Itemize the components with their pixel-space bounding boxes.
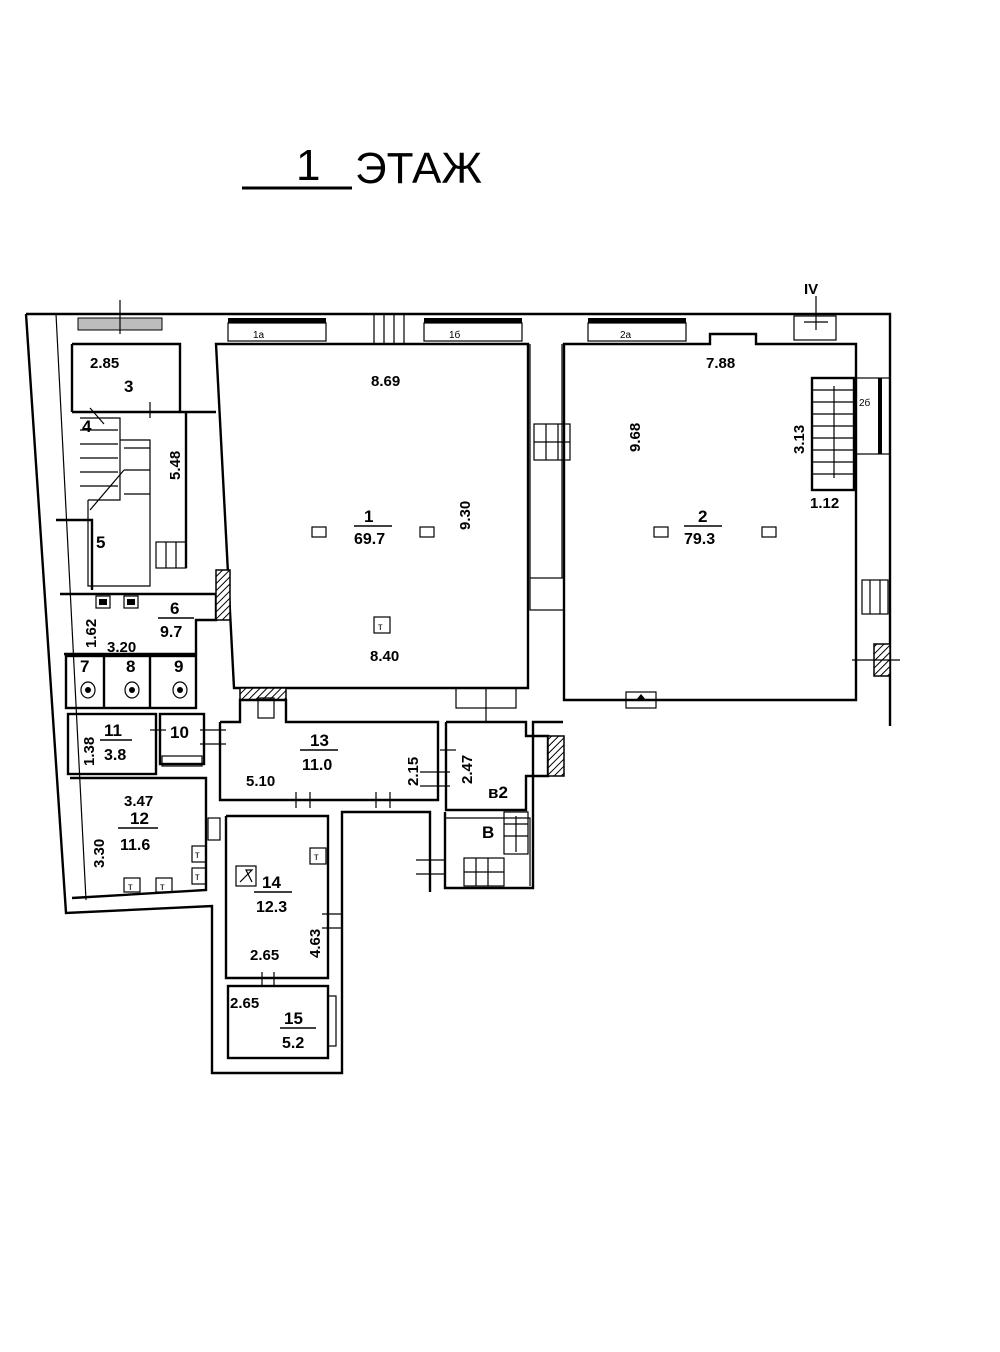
axis-marker-iv: IV (804, 281, 818, 298)
room-12-dim-side: 3.30 (91, 839, 108, 868)
room-3-4-5: 2.85 3 5.48 4 5 (56, 342, 216, 590)
floor-title: 1 ЭТАЖ (242, 141, 482, 193)
room-6: 1.62 6 9.7 3.20 (60, 569, 231, 656)
room-v2-number: в2 (488, 783, 508, 802)
room-1-dim-side: 9.30 (457, 501, 474, 530)
room-13: 13 11.0 5.10 2.15 (218, 698, 450, 808)
room-6-area: 9.7 (160, 624, 182, 641)
corridor-stairs (529, 344, 571, 611)
room-v2: 2.47 в2 (440, 708, 565, 812)
room-12: 3.47 12 11.6 3.30 т т т т (70, 776, 221, 900)
room-12-number: 12 (130, 809, 149, 828)
room-14-dim-side: 4.63 (307, 929, 324, 958)
room-2-dim-side: 9.68 (627, 423, 644, 452)
room-2: 7.88 9.68 2 79.3 2б 3.13 1.12 (562, 332, 900, 709)
outer-walls (24, 312, 892, 1075)
room-12-symbol-2: т (160, 882, 165, 893)
room-8-number: 8 (126, 657, 135, 676)
room-1-dim-bottom: 8.40 (370, 648, 399, 665)
room-1-symbol: т (378, 622, 383, 633)
room-15-area: 5.2 (282, 1035, 304, 1052)
room-4-number: 4 (82, 417, 92, 436)
room-11-area: 3.8 (104, 747, 126, 764)
room-13-dim-side: 2.15 (405, 757, 422, 786)
room-12-symbol-3: т (195, 850, 200, 861)
room-1-area: 69.7 (354, 531, 385, 548)
room-1-dim-top: 8.69 (371, 373, 400, 390)
room-v2-dim-side: 2.47 (459, 755, 476, 784)
room-15: 2.65 15 5.2 (226, 984, 337, 1060)
room-2-dim-stair-width: 1.12 (810, 495, 839, 512)
entrance-v: В (416, 811, 531, 887)
room-11-dim-side: 1.38 (81, 737, 98, 766)
floor-number: 1 (296, 141, 320, 190)
room-6-dim-side: 1.62 (83, 619, 100, 648)
window-2a-label: 2а (620, 330, 632, 341)
room-7-number: 7 (80, 657, 89, 676)
room-1: 8.69 9.30 1 69.7 т 8.40 (214, 342, 530, 719)
room-13-area: 11.0 (302, 757, 332, 774)
room-3-dim-top: 2.85 (90, 355, 119, 372)
room-6-number: 6 (170, 599, 179, 618)
room-15-dim-top: 2.65 (230, 995, 259, 1012)
room-15-number: 15 (284, 1009, 303, 1028)
room-14-symbol: т (314, 852, 319, 863)
room-13-dim-bottom: 5.10 (246, 773, 275, 790)
entrance-v-label: В (482, 823, 494, 842)
room-10-11: 1.38 11 3.8 10 (66, 712, 226, 776)
room-2-number: 2 (698, 507, 707, 526)
room-14-dim-bottom: 2.65 (250, 947, 279, 964)
room-9-number: 9 (174, 657, 183, 676)
room-12-symbol-1: т (128, 882, 133, 893)
stair-2b-label: 2б (859, 397, 871, 409)
room-1-number: 1 (364, 507, 373, 526)
floor-word: ЭТАЖ (355, 144, 482, 193)
room-12-symbol-4: т (195, 872, 200, 883)
room-10-number: 10 (170, 723, 189, 742)
room-14-area: 12.3 (256, 899, 287, 916)
room-2-dim-top: 7.88 (706, 355, 735, 372)
window-1a-label: 1а (253, 330, 265, 341)
room-2-area: 79.3 (684, 531, 715, 548)
room-12-dim-top: 3.47 (124, 793, 153, 810)
window-1b-label: 1б (449, 329, 461, 341)
room-2-dim-stair-height: 3.13 (791, 425, 808, 454)
room-14-number: 14 (262, 873, 281, 892)
room-12-area: 11.6 (120, 837, 150, 854)
room-5-number: 5 (96, 533, 105, 552)
room-3-dim-side: 5.48 (167, 451, 184, 480)
wc-rooms: 7 8 9 (64, 654, 198, 710)
room-13-number: 13 (310, 731, 329, 750)
room-6-dim-top: 3.20 (107, 639, 136, 656)
room-14: 14 12.3 т 4.63 2.65 (224, 814, 342, 986)
top-windows: 1а 1б 2а IV (77, 281, 837, 345)
room-11-number: 11 (104, 721, 122, 740)
room-3-number: 3 (124, 377, 133, 396)
